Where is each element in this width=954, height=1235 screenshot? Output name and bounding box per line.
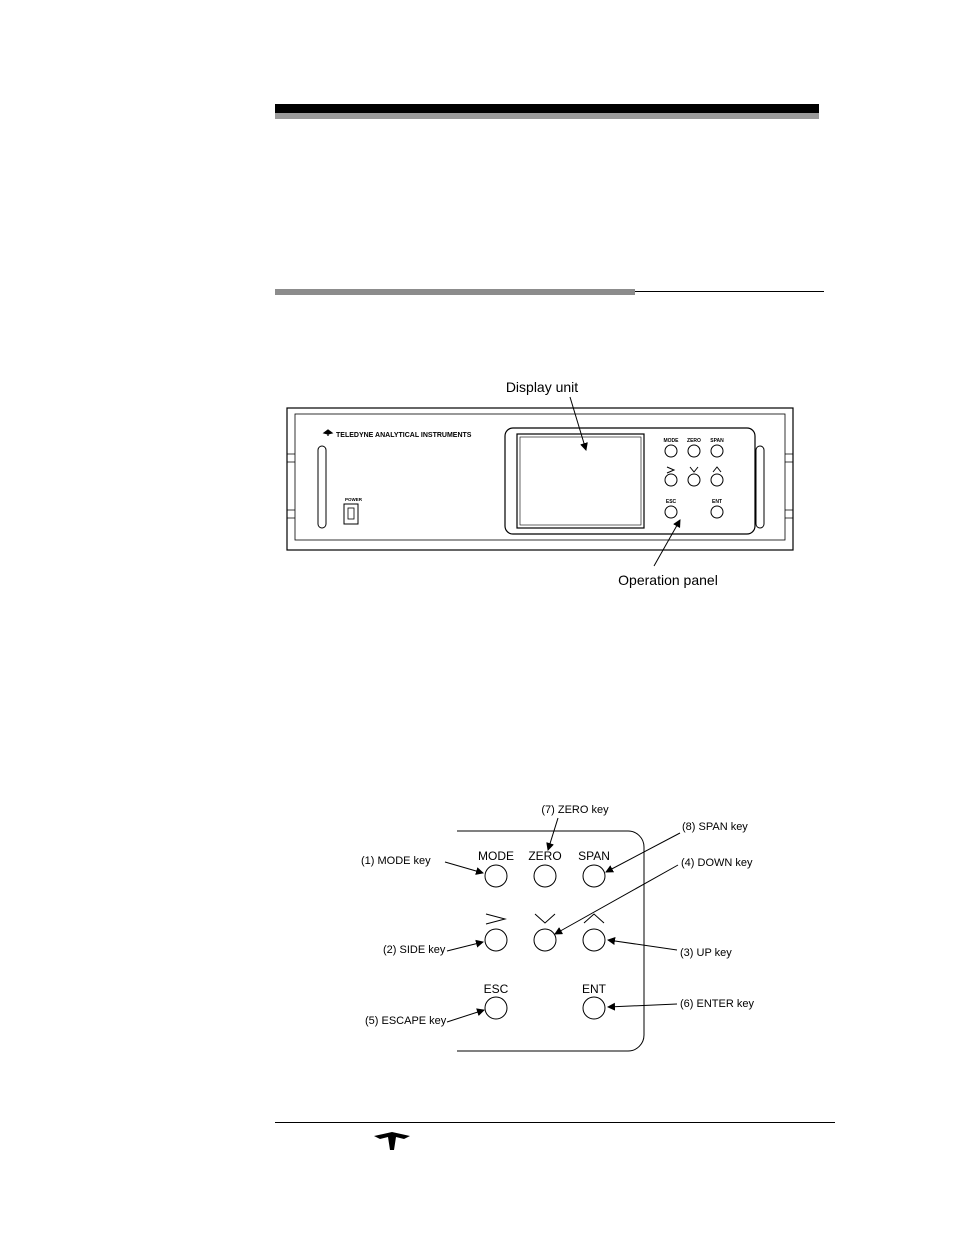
- front-panel-figure: Display unit TELEDYNE ANALYTICAL INSTRUM…: [280, 370, 800, 595]
- enter-key-callout: (6) ENTER key: [680, 998, 754, 1010]
- mode-key-callout-arrow: [445, 862, 483, 873]
- ent-key[interactable]: [583, 997, 605, 1019]
- panel-span-key[interactable]: [711, 445, 723, 457]
- side-key-callout: (2) SIDE key: [383, 944, 446, 956]
- operation-panel-label: Operation panel: [618, 572, 718, 588]
- operation-panel-figure: MODE ZERO SPAN ESC ENT (7) ZERO key (8) …: [355, 800, 775, 1060]
- panel-zero-label: ZERO: [687, 438, 701, 444]
- side-key[interactable]: [485, 929, 507, 951]
- span-key-label: SPAN: [578, 849, 610, 863]
- panel-side-icon: [667, 467, 674, 473]
- zero-key-callout: (7) ZERO key: [541, 804, 609, 816]
- header-rule-black: [275, 104, 819, 113]
- up-key[interactable]: [583, 929, 605, 951]
- display-screen: [517, 434, 644, 528]
- display-unit-arrow: [570, 397, 586, 450]
- panel-esc-label: ESC: [666, 499, 677, 505]
- span-key[interactable]: [583, 865, 605, 887]
- panel-down-key[interactable]: [688, 474, 700, 486]
- span-key-callout: (8) SPAN key: [682, 821, 748, 833]
- panel-side-key[interactable]: [665, 474, 677, 486]
- down-arrow-icon: [535, 914, 555, 923]
- up-key-callout-arrow: [608, 940, 677, 950]
- down-key-callout: (4) DOWN key: [681, 857, 753, 869]
- panel-span-label: SPAN: [710, 438, 724, 444]
- teledyne-logo-icon: [324, 430, 332, 436]
- escape-key-callout: (5) ESCAPE key: [365, 1015, 447, 1027]
- power-switch-rocker: [348, 508, 354, 519]
- panel-up-icon: [713, 467, 721, 472]
- mode-key[interactable]: [485, 865, 507, 887]
- panel-esc-key[interactable]: [665, 506, 677, 518]
- panel-ent-label: ENT: [712, 499, 722, 505]
- display-unit-label: Display unit: [506, 379, 578, 395]
- power-label: POWER: [345, 497, 363, 502]
- zero-key[interactable]: [534, 865, 556, 887]
- zero-key-callout-arrow: [548, 818, 558, 850]
- enter-key-callout-arrow: [608, 1004, 677, 1007]
- section-rule-grey: [275, 289, 635, 295]
- down-key[interactable]: [534, 929, 556, 951]
- operation-panel-arrow: [654, 520, 680, 566]
- mode-key-label: MODE: [478, 849, 514, 863]
- footer-rule: [275, 1122, 835, 1123]
- span-key-callout-arrow: [606, 833, 680, 872]
- down-key-callout-arrow: [555, 865, 678, 934]
- display-screen-inner: [520, 437, 641, 525]
- up-arrow-icon: [584, 914, 604, 923]
- chassis-outline: [287, 408, 793, 550]
- panel-down-icon: [690, 467, 698, 472]
- panel-mode-key[interactable]: [665, 445, 677, 457]
- zero-key-label: ZERO: [528, 849, 561, 863]
- header-rule-grey: [275, 113, 819, 119]
- right-handle-slot: [756, 446, 764, 528]
- side-key-callout-arrow: [447, 942, 483, 951]
- side-arrow-icon: [486, 914, 505, 924]
- panel-zero-key[interactable]: [688, 445, 700, 457]
- esc-key-label: ESC: [484, 982, 509, 996]
- left-handle-slot: [318, 446, 326, 528]
- teledyne-logo-icon: [372, 1130, 412, 1154]
- section-rule-thin: [635, 291, 824, 292]
- up-key-callout: (3) UP key: [680, 947, 732, 959]
- mode-key-callout: (1) MODE key: [361, 855, 431, 867]
- panel-up-key[interactable]: [711, 474, 723, 486]
- panel-ent-key[interactable]: [711, 506, 723, 518]
- esc-key[interactable]: [485, 997, 507, 1019]
- power-switch[interactable]: [344, 504, 358, 524]
- brand-label: TELEDYNE ANALYTICAL INSTRUMENTS: [336, 432, 472, 439]
- panel-mode-label: MODE: [664, 438, 680, 444]
- ent-key-label: ENT: [582, 982, 607, 996]
- escape-key-callout-arrow: [447, 1010, 484, 1022]
